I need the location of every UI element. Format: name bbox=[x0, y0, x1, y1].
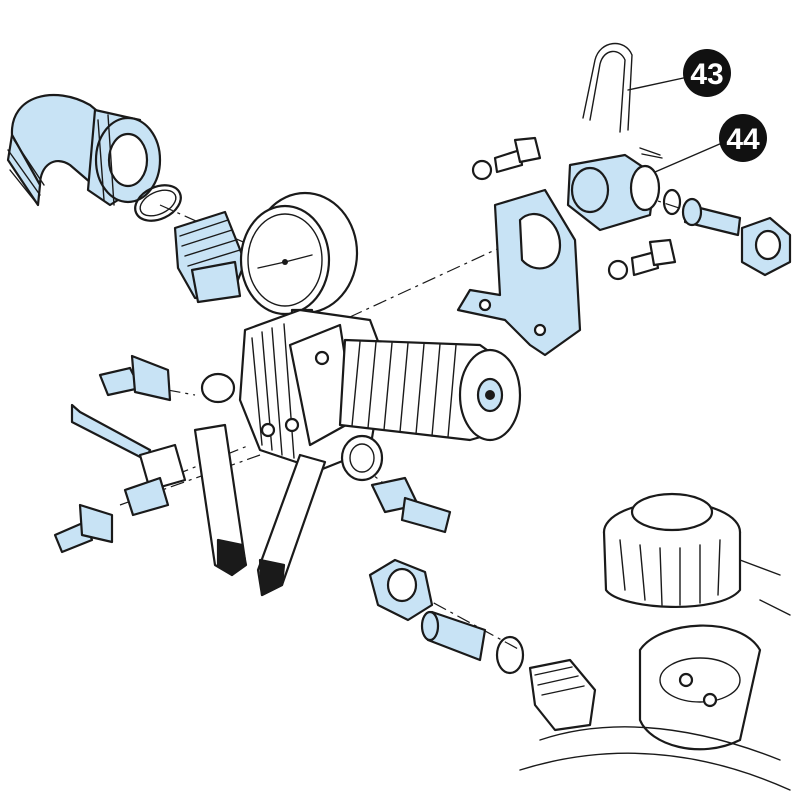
hose-barb-lower-left bbox=[53, 503, 114, 554]
hose-barb-upper-left bbox=[98, 354, 172, 402]
hose-barb-right bbox=[370, 476, 452, 534]
clamp-fitting bbox=[566, 153, 661, 232]
o-ring-upper-left bbox=[134, 184, 182, 222]
threaded-adapter bbox=[173, 210, 247, 304]
callout-leaders bbox=[627, 76, 723, 173]
callout-43-label: 43 bbox=[690, 58, 723, 91]
barb-connector-right bbox=[681, 197, 742, 237]
mounting-bracket bbox=[456, 188, 582, 357]
pump-outlet-port bbox=[200, 372, 384, 482]
elbow-fitting bbox=[6, 93, 162, 207]
pipe-lower bbox=[420, 610, 487, 662]
callout-43: 43 bbox=[683, 49, 731, 97]
o-ring-right bbox=[662, 188, 682, 216]
o-ring-lower bbox=[495, 635, 525, 675]
hex-nut-right bbox=[740, 216, 792, 277]
bolt-lower bbox=[607, 238, 677, 281]
callout-44: 44 bbox=[719, 114, 767, 162]
filter-housing bbox=[602, 492, 742, 609]
callout-44-label: 44 bbox=[726, 123, 760, 156]
threaded-fitting-lower bbox=[528, 658, 597, 732]
hex-nut-lower bbox=[368, 558, 434, 622]
ball-valve bbox=[70, 403, 187, 517]
regulator-cylinder bbox=[338, 338, 522, 442]
bolt-upper bbox=[471, 136, 542, 181]
u-clip bbox=[582, 42, 663, 159]
pump-base bbox=[519, 559, 791, 791]
mounting-levers bbox=[193, 423, 327, 597]
